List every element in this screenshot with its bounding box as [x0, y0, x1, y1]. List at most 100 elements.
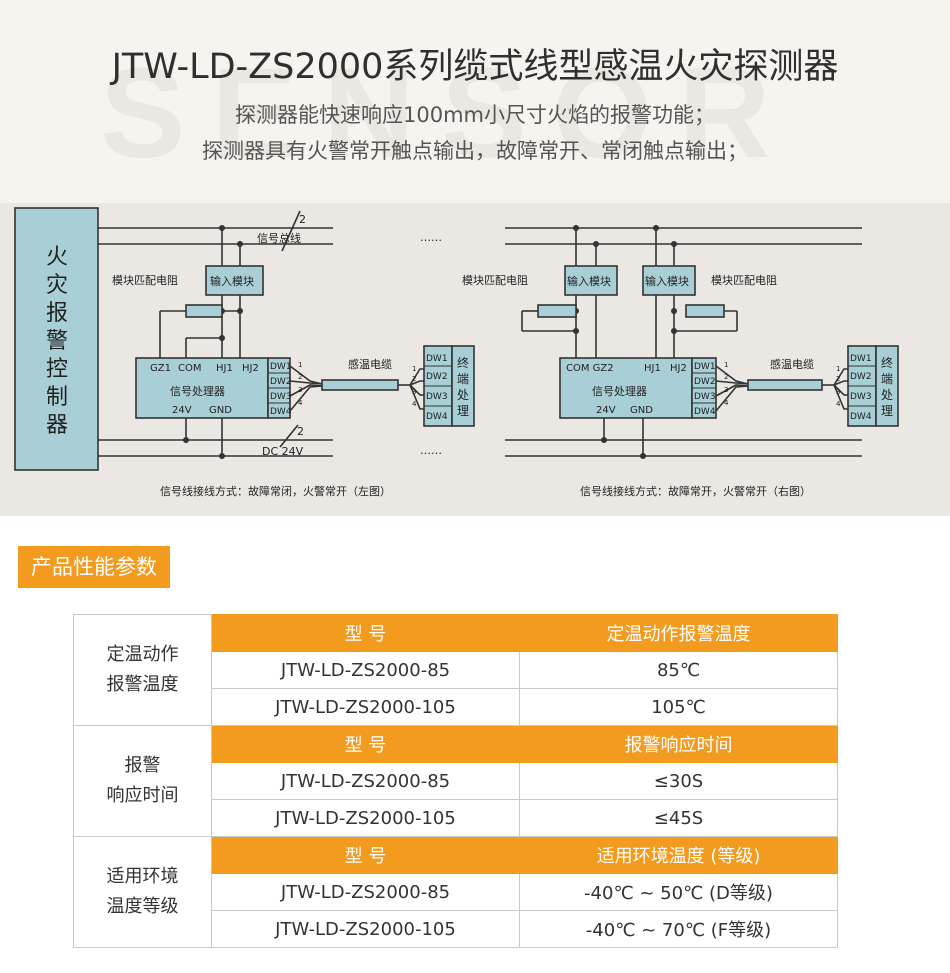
wire-num: 3	[836, 388, 840, 396]
spec-group-label-line: 适用环境	[106, 866, 179, 887]
controller-char: 器	[46, 413, 68, 438]
spec-group-label: 定温动作报警温度	[73, 614, 212, 726]
power-label: DC 24V	[262, 445, 304, 458]
wire-num: 4	[298, 399, 303, 407]
wire-num: 4	[836, 400, 841, 408]
ellipsis: ……	[420, 231, 442, 244]
model-header: 型 号	[211, 836, 520, 874]
spec-group-label-line: 报警	[124, 755, 161, 776]
pin-hj2: HJ2	[670, 363, 687, 374]
terminal-char: 终	[881, 355, 893, 370]
page-header: SENSOR JTW-LD-ZS2000系列缆式线型感温火灾探测器 探测器能快速…	[0, 0, 950, 203]
model-cell: JTW-LD-ZS2000-105	[211, 910, 520, 948]
pin-dw: DW2	[850, 372, 872, 382]
value-cell: -40℃ ~ 50℃ (D等级)	[519, 873, 838, 911]
terminal-char: 理	[881, 404, 893, 418]
pin-com: COM	[178, 363, 201, 374]
feature-line-2: 探测器具有火警常开触点输出，故障常开、常闭触点输出；	[202, 139, 748, 163]
spec-row: JTW-LD-ZS2000-85-40℃ ~ 50℃ (D等级)	[74, 873, 838, 911]
pin-dw: DW3	[426, 392, 448, 402]
terminal-char: 处	[881, 388, 893, 402]
processor-label: 信号处理器	[592, 385, 647, 398]
caption-left: 信号线接线方式：故障常闭，火警常开（左图）	[160, 484, 391, 498]
resistor-label: 模块匹配电阻	[711, 274, 777, 287]
wire-num: 1	[836, 365, 840, 373]
pin-gnd: GND	[630, 405, 653, 416]
pin-dw: DW2	[270, 377, 292, 387]
wire-num: 4	[412, 400, 417, 408]
resistor-label: 模块匹配电阻	[112, 274, 178, 287]
bus-count-label: 2	[297, 425, 304, 438]
pin-dw: DW2	[426, 372, 448, 382]
value-cell: ≤30S	[519, 762, 838, 800]
pin-dw: DW4	[426, 412, 448, 422]
value-cell: 105℃	[519, 688, 838, 726]
pin-24v: 24V	[596, 405, 616, 416]
signal-bus-label: 信号总线	[257, 231, 301, 245]
pin-gnd: GND	[209, 405, 232, 416]
spec-group-label-line: 报警温度	[106, 674, 179, 695]
model-cell: JTW-LD-ZS2000-85	[211, 651, 520, 689]
spec-group-label: 适用环境温度等级	[73, 836, 212, 948]
spec-row: JTW-LD-ZS2000-85≤30S	[74, 762, 838, 800]
input-module-label: 输入模块	[645, 274, 689, 288]
cable-label: 感温电缆	[770, 358, 814, 371]
spec-row: JTW-LD-ZS2000-105-40℃ ~ 70℃ (F等级)	[74, 910, 838, 948]
terminal-char: 处	[457, 388, 469, 402]
controller-char: 警	[46, 329, 68, 354]
pin-dw: DW1	[850, 354, 872, 364]
wire-num: 3	[412, 388, 416, 396]
wire-num: 2	[412, 375, 416, 383]
wire-num: 2	[724, 373, 728, 381]
section-title: 产品性能参数	[18, 546, 170, 588]
terminal-char: 端	[881, 372, 893, 386]
pin-dw: DW3	[270, 392, 292, 402]
pin-dw: DW1	[694, 362, 716, 372]
feature-line-1: 探测器能快速响应100mm小尺寸火焰的报警功能；	[235, 103, 715, 127]
ellipsis: ……	[420, 444, 442, 457]
wire-num: 3	[298, 386, 302, 394]
controller-char: 制	[46, 385, 68, 410]
pin-24v: 24V	[172, 405, 192, 416]
wire-num: 1	[724, 361, 728, 369]
pin-dw: DW4	[694, 407, 716, 417]
value-header: 报警响应时间	[519, 725, 838, 763]
value-header: 定温动作报警温度	[519, 614, 838, 652]
pin-com-gz2: COM GZ2	[566, 363, 614, 374]
controller-label: 火 灾 报 警 控 制 器	[46, 245, 68, 438]
input-module-label: 输入模块	[567, 274, 611, 288]
pin-dw: DW1	[270, 362, 292, 372]
spec-header-row: 适用环境温度等级型 号适用环境温度 (等级)	[73, 836, 838, 948]
page-title: JTW-LD-ZS2000系列缆式线型感温火灾探测器	[111, 47, 839, 87]
spec-header-row: 定温动作报警温度型 号定温动作报警温度	[73, 614, 838, 726]
pin-dw: DW4	[850, 412, 872, 422]
spec-group-label: 报警响应时间	[73, 725, 212, 837]
terminal-char: 理	[457, 404, 469, 418]
controller-char: 控	[46, 357, 68, 382]
controller-char: 报	[46, 301, 68, 326]
bus-count-label: 2	[299, 213, 306, 226]
pin-gz1: GZ1	[150, 363, 171, 374]
wire-num: 2	[298, 373, 302, 381]
spec-row: JTW-LD-ZS2000-105≤45S	[74, 799, 838, 837]
wire-num: 3	[724, 386, 728, 394]
model-header: 型 号	[211, 614, 520, 652]
resistor-label: 模块匹配电阻	[462, 274, 528, 287]
controller-char: 火	[46, 245, 68, 270]
pin-hj1: HJ1	[216, 363, 233, 374]
spec-group-label-line: 定温动作	[106, 644, 179, 665]
pin-hj2: HJ2	[242, 363, 259, 374]
model-header: 型 号	[211, 725, 520, 763]
input-module-label: 输入模块	[210, 274, 254, 288]
pin-dw: DW3	[694, 392, 716, 402]
value-cell: -40℃ ~ 70℃ (F等级)	[519, 910, 838, 948]
pin-dw: DW4	[270, 407, 292, 417]
terminal-char: 端	[457, 372, 469, 386]
model-cell: JTW-LD-ZS2000-85	[211, 873, 520, 911]
watermark: SENSOR	[100, 42, 797, 185]
value-cell: 85℃	[519, 651, 838, 689]
pin-dw: DW3	[850, 392, 872, 402]
value-cell: ≤45S	[519, 799, 838, 837]
pin-dw: DW1	[426, 354, 448, 364]
